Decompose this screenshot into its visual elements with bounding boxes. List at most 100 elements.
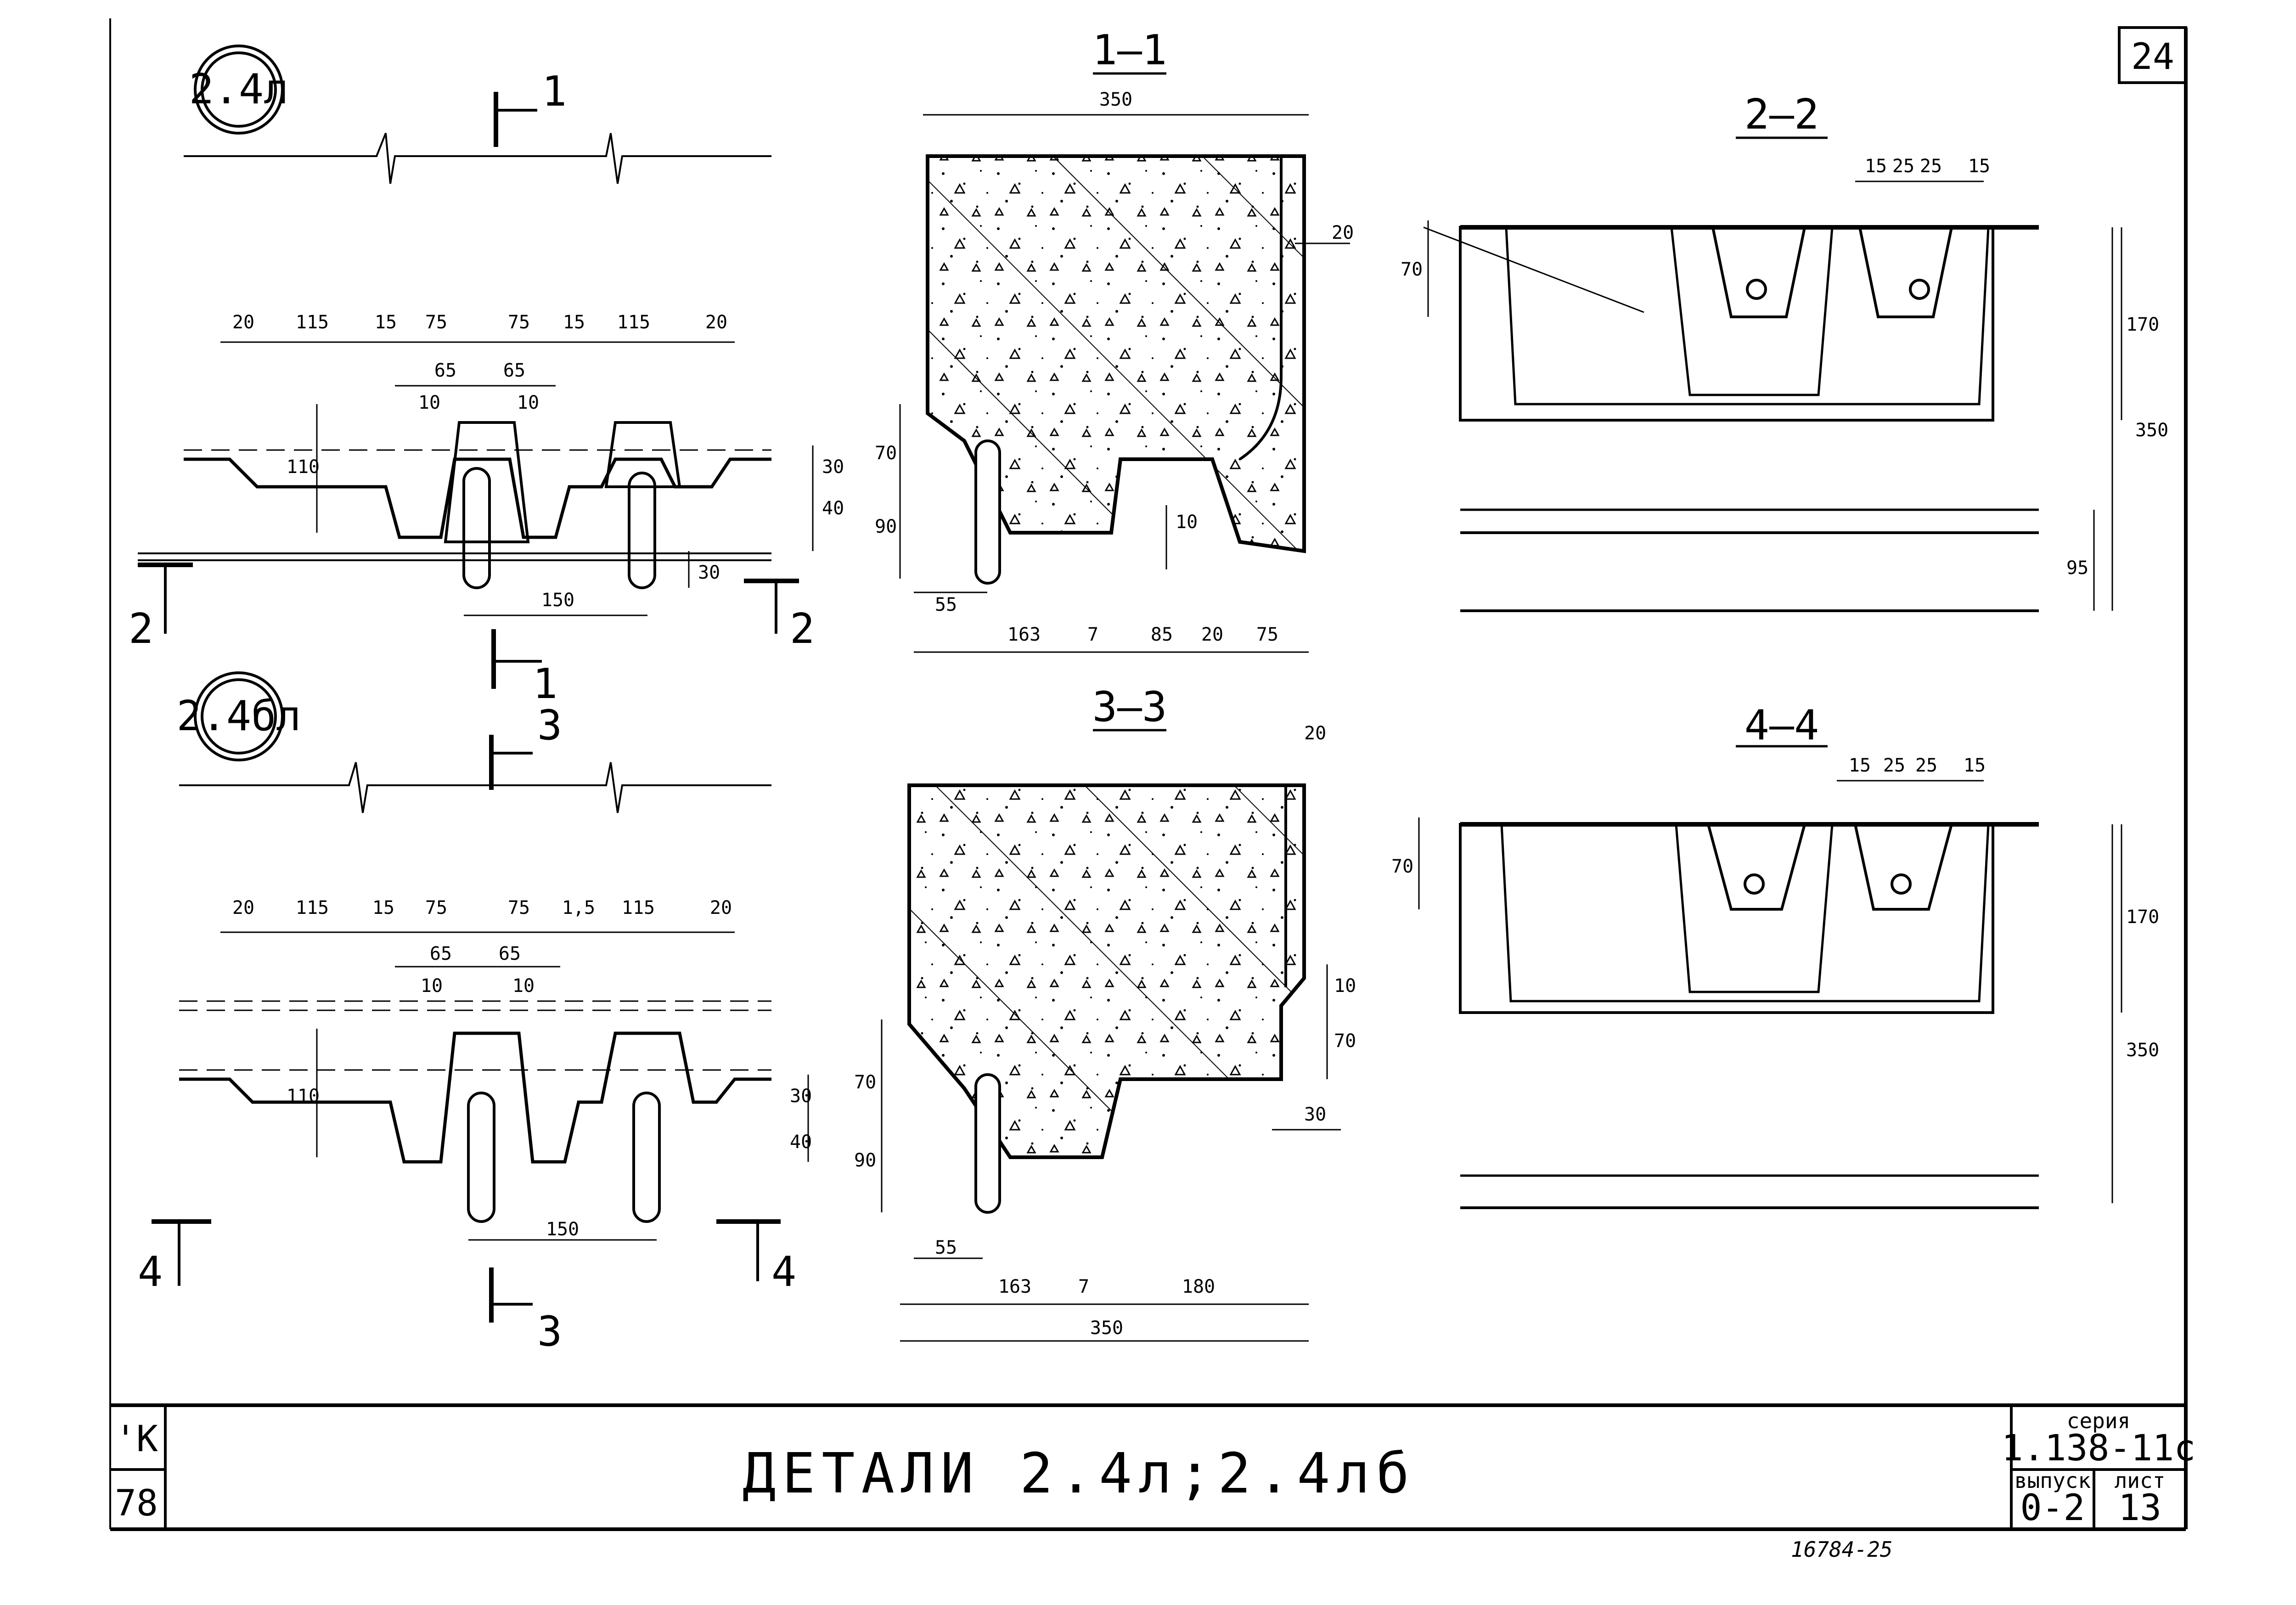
left-code-top: 'К bbox=[115, 1419, 158, 1460]
s33-bottom-dims: 163 7 180 bbox=[998, 1276, 1215, 1297]
svg-text:115: 115 bbox=[617, 312, 650, 333]
s22-h95: 95 bbox=[2066, 558, 2088, 579]
plan-a-w150: 150 bbox=[541, 590, 574, 611]
detail-a-plan bbox=[138, 45, 814, 689]
svg-text:15: 15 bbox=[1865, 156, 1887, 177]
svg-text:115: 115 bbox=[296, 312, 329, 333]
series-label: серия bbox=[2067, 1408, 2130, 1433]
s33-h70r: 70 bbox=[1334, 1031, 1356, 1052]
plan-b-d65b: 65 bbox=[499, 943, 521, 964]
svg-text:75: 75 bbox=[508, 312, 530, 333]
svg-text:25: 25 bbox=[1883, 755, 1905, 776]
svg-text:15: 15 bbox=[372, 897, 394, 918]
s11-bottom-dims: 163 7 85 20 75 bbox=[1007, 624, 1278, 645]
section-1-1-title: 1—1 bbox=[1092, 26, 1167, 74]
section-3-3-title: 3—3 bbox=[1092, 683, 1167, 731]
plan-a-h30b: 30 bbox=[698, 562, 720, 583]
svg-text:20: 20 bbox=[710, 897, 732, 918]
svg-text:1,5: 1,5 bbox=[562, 897, 595, 918]
s33-w350: 350 bbox=[1090, 1318, 1123, 1339]
svg-text:25: 25 bbox=[1892, 156, 1914, 177]
sheet-frame bbox=[109, 18, 2188, 1531]
svg-text:7: 7 bbox=[1087, 624, 1098, 645]
mark-3-top: 3 bbox=[537, 701, 562, 749]
s11-h10: 10 bbox=[1176, 512, 1198, 533]
archive-number: 16784-25 bbox=[1791, 1537, 1893, 1562]
issue-value: 0-2 bbox=[2020, 1487, 2085, 1529]
svg-text:20: 20 bbox=[1201, 624, 1223, 645]
s22-h70: 70 bbox=[1401, 259, 1423, 280]
s44-top-dims: 15 25 25 15 bbox=[1849, 755, 1986, 776]
s11-w350: 350 bbox=[1099, 89, 1132, 110]
mark-1-bottom: 1 bbox=[533, 660, 557, 708]
svg-text:15: 15 bbox=[375, 312, 397, 333]
svg-text:85: 85 bbox=[1151, 624, 1173, 645]
svg-text:20: 20 bbox=[705, 312, 727, 333]
svg-text:115: 115 bbox=[622, 897, 655, 918]
s33-d30: 30 bbox=[1304, 1104, 1326, 1125]
svg-text:115: 115 bbox=[296, 897, 329, 918]
svg-text:163: 163 bbox=[998, 1276, 1031, 1297]
mark-1-top: 1 bbox=[542, 68, 567, 116]
svg-text:75: 75 bbox=[1256, 624, 1278, 645]
s11-d20: 20 bbox=[1332, 222, 1354, 243]
s44-h70: 70 bbox=[1391, 856, 1413, 877]
sheet-value: 13 bbox=[2118, 1487, 2161, 1529]
section-4-4 bbox=[1418, 745, 2122, 1209]
section-2-2 bbox=[1423, 136, 2122, 612]
svg-text:15: 15 bbox=[1964, 755, 1986, 776]
s44-h350: 350 bbox=[2126, 1040, 2159, 1061]
plan-a-h30: 30 bbox=[822, 456, 844, 478]
svg-text:163: 163 bbox=[1007, 624, 1041, 645]
mark-3-bottom: 3 bbox=[537, 1307, 562, 1356]
issue-label: выпуск bbox=[2015, 1468, 2091, 1493]
series-value: 1.138-11с bbox=[2002, 1428, 2196, 1469]
s44-h170: 170 bbox=[2126, 907, 2159, 928]
sheet-label: лист bbox=[2115, 1468, 2166, 1493]
section-2-2-title: 2—2 bbox=[1745, 90, 1819, 139]
plan-b-top-dims: 20 115 15 75 75 1,5 115 20 bbox=[232, 897, 732, 918]
svg-text:75: 75 bbox=[425, 897, 447, 918]
s33-h10: 10 bbox=[1334, 975, 1356, 997]
section-1-1 bbox=[899, 72, 1350, 653]
plan-b-h110: 110 bbox=[287, 1086, 320, 1107]
s11-d55: 55 bbox=[935, 594, 957, 615]
plan-a-h40: 40 bbox=[822, 498, 844, 519]
plan-b-w150: 150 bbox=[546, 1219, 579, 1240]
svg-text:7: 7 bbox=[1078, 1276, 1089, 1297]
mark-4-right: 4 bbox=[771, 1248, 796, 1296]
plan-a-top-dims: 20 115 15 75 75 15 115 20 bbox=[232, 312, 727, 333]
plan-b-h30: 30 bbox=[790, 1086, 812, 1107]
plan-b-d10a: 10 bbox=[421, 975, 443, 997]
left-code-bottom: 78 bbox=[115, 1483, 158, 1524]
detail-a-label: 2.4л bbox=[189, 65, 289, 113]
s11-h90: 90 bbox=[875, 516, 897, 537]
plan-b-d65a: 65 bbox=[430, 943, 452, 964]
s22-h350: 350 bbox=[2135, 420, 2168, 441]
svg-text:20: 20 bbox=[232, 897, 254, 918]
svg-text:75: 75 bbox=[508, 897, 530, 918]
s11-h70: 70 bbox=[875, 443, 897, 464]
plan-a-d10b: 10 bbox=[517, 392, 539, 413]
s33-d20: 20 bbox=[1304, 723, 1326, 744]
svg-text:20: 20 bbox=[232, 312, 254, 333]
s33-h70: 70 bbox=[854, 1072, 876, 1093]
detail-b-plan bbox=[152, 671, 809, 1323]
mark-4-left: 4 bbox=[138, 1248, 163, 1296]
detail-b-label: 2.4бл bbox=[177, 692, 301, 740]
svg-text:15: 15 bbox=[563, 312, 585, 333]
plan-a-d65b: 65 bbox=[503, 360, 525, 381]
plan-a-h110: 110 bbox=[287, 456, 320, 478]
svg-text:15: 15 bbox=[1849, 755, 1871, 776]
mark-2-right: 2 bbox=[790, 605, 815, 653]
section-3-3 bbox=[881, 729, 1341, 1342]
plan-a-d65a: 65 bbox=[434, 360, 456, 381]
plan-b-d10b: 10 bbox=[512, 975, 535, 997]
sheet-number: 24 bbox=[2131, 36, 2174, 78]
s33-h90: 90 bbox=[854, 1150, 876, 1171]
s22-top-dims: 15 25 25 15 bbox=[1865, 156, 1990, 177]
svg-text:15: 15 bbox=[1968, 156, 1990, 177]
plan-a-d10a: 10 bbox=[418, 392, 440, 413]
mark-2-left: 2 bbox=[129, 605, 153, 653]
